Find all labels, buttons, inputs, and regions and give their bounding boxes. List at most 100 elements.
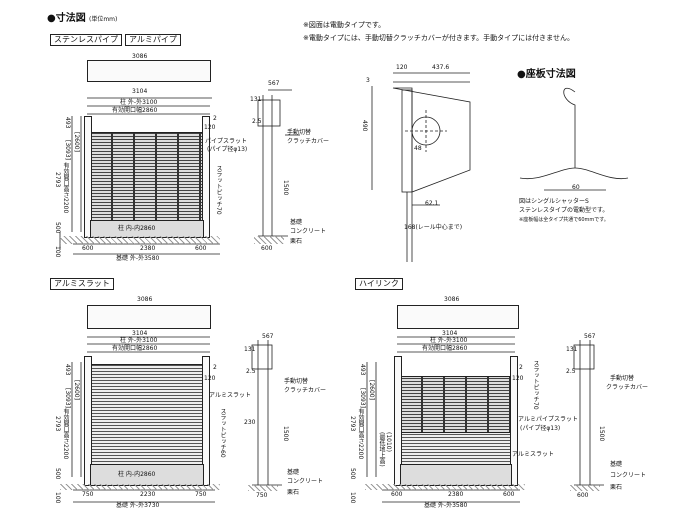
dim-outer-2: 3104 bbox=[132, 330, 148, 337]
side-dim-1500-3: 1500 bbox=[598, 426, 605, 442]
dim-pillar-inner-1: 柱 内-内2860 bbox=[118, 225, 156, 232]
sec-dim-62-1: 62.1 bbox=[425, 200, 439, 207]
note-1: ※図面は電動タイプです。 bbox=[303, 21, 386, 29]
label-alum-pipe-slat: アルミパイプスラット bbox=[518, 416, 578, 423]
dim-2380-1: 2380 bbox=[140, 245, 156, 252]
unit-label: (単位mm) bbox=[89, 16, 118, 23]
dim-493-2: 493 bbox=[64, 364, 71, 376]
dim-493-3: 493 bbox=[359, 364, 366, 376]
dim-600a-3: 600 bbox=[391, 491, 403, 498]
label-manual-1: 手動切替 bbox=[287, 129, 312, 136]
dim-pillar-outer-1: 柱 外-外3100 bbox=[120, 99, 158, 106]
dim-1010-3: (1010) bbox=[385, 432, 392, 452]
dim-eff-height-3: 有効開口高さ2200 bbox=[357, 408, 364, 460]
dim-600a-1: 600 bbox=[82, 245, 94, 252]
shutter-box-2 bbox=[87, 305, 211, 329]
label-pipe-dia-3: (パイプ径φ13) bbox=[520, 425, 561, 432]
dim-750b-2: 750 bbox=[195, 491, 207, 498]
dim-top-width-3: 3086 bbox=[444, 296, 460, 303]
side-dim-600-1: 600 bbox=[261, 245, 273, 252]
seat-width: 60 bbox=[572, 184, 580, 191]
dim-100-1: 100 bbox=[54, 246, 61, 258]
dim-eff-height-2: 有効開口高さ2200 bbox=[62, 408, 69, 460]
dim-top-width-2: 3086 bbox=[137, 296, 153, 303]
dim-120-1: 120 bbox=[204, 124, 216, 131]
label-slat-pitch-70-3: スラットピッチ70 bbox=[532, 360, 539, 410]
side-dim-2-5-1: 2.5 bbox=[252, 118, 262, 125]
label-slat-pitch-60: スラットピッチ60 bbox=[219, 408, 226, 458]
label-clutch-1: クラッチカバー bbox=[287, 138, 330, 145]
dim-3093-3: [3093] bbox=[359, 388, 366, 408]
tab-aluminum-slat: アルミスラット bbox=[50, 278, 114, 290]
dim-120-2: 120 bbox=[204, 375, 216, 382]
dim-2600-2: [2600] bbox=[73, 380, 80, 400]
seat-note-3: ※座板幅は全タイプ共通で60mmです。 bbox=[519, 217, 609, 223]
label-clutch-2: クラッチカバー bbox=[284, 387, 327, 394]
tab-aluminum-pipe: アルミパイプ bbox=[125, 34, 181, 46]
dim-493-1: 493 bbox=[64, 117, 71, 129]
side-ground-2 bbox=[248, 485, 278, 491]
dim-base-1: 基礎 外-外3580 bbox=[116, 255, 160, 262]
seat-note-2: ステンレスタイプの電動型です。 bbox=[519, 207, 609, 214]
sec-dim-48: 48 bbox=[414, 145, 422, 152]
dim-100-2: 100 bbox=[54, 492, 61, 504]
label-manual-2: 手動切替 bbox=[284, 378, 309, 385]
side-dim-1500-1: 1500 bbox=[282, 180, 289, 196]
dim-3093-2: [3093] bbox=[64, 388, 71, 408]
side-dim-230-2: 230 bbox=[244, 419, 256, 426]
label-concrete-1: コンクリート bbox=[290, 228, 327, 235]
page-title: ●寸法図 bbox=[47, 13, 86, 24]
side-dim-567-1: 567 bbox=[268, 80, 280, 87]
tab-stainless: ステンレスパイプ bbox=[50, 34, 122, 46]
dim-pillar-outer-2: 柱 外-外3100 bbox=[120, 337, 158, 344]
side-ground-3 bbox=[570, 485, 600, 491]
dim-2-3: 2 bbox=[519, 364, 523, 371]
dim-2230-2: 2230 bbox=[140, 491, 156, 498]
dim-effective-3: 有効開口幅2860 bbox=[422, 345, 468, 352]
pipe-shutter-panel bbox=[90, 132, 204, 222]
sec-dim-437-6: 437.6 bbox=[432, 64, 450, 71]
dim-2600-1: [2600] bbox=[73, 132, 80, 152]
dim-2793-2: 2793 bbox=[54, 416, 61, 432]
dim-effective-1: 有効開口幅2860 bbox=[112, 107, 158, 114]
shutter-box-3 bbox=[397, 305, 519, 329]
dim-3093-1: [3093] bbox=[64, 140, 71, 160]
label-foundation-2: 基礎 bbox=[287, 469, 300, 476]
side-ground-1 bbox=[254, 236, 284, 244]
sec-rail-label: 168(レール中心まで) bbox=[404, 224, 463, 231]
label-gravel-2: 栗石 bbox=[287, 489, 300, 496]
hilink-slat-panel bbox=[400, 432, 512, 466]
dim-600b-1: 600 bbox=[195, 245, 207, 252]
side-dim-131-3: 131 bbox=[566, 346, 578, 353]
hilink-pipe-panel bbox=[400, 376, 512, 434]
dim-eff-height-1: 有効開口高さ2200 bbox=[62, 162, 69, 214]
label-gravel-3: 栗石 bbox=[610, 484, 623, 491]
dim-500-2: 500 bbox=[54, 468, 61, 480]
dim-clearance-3: (最低地上高) bbox=[378, 432, 385, 467]
label-alum-slat-2: アルミスラット bbox=[209, 392, 251, 399]
slat-shutter-panel bbox=[90, 364, 204, 466]
side-dim-567-2: 567 bbox=[262, 333, 274, 340]
side-dim-1500-2: 1500 bbox=[282, 426, 289, 442]
dim-2793-1: 2793 bbox=[54, 172, 61, 188]
side-dim-750-2: 750 bbox=[256, 492, 268, 499]
dim-2380-3: 2380 bbox=[448, 491, 464, 498]
dim-base-2: 基礎 外-外3730 bbox=[116, 502, 160, 509]
dim-600b-3: 600 bbox=[503, 491, 515, 498]
seat-title: ●座板寸法図 bbox=[517, 69, 576, 80]
dim-pillar-outer-3: 柱 外-外3100 bbox=[430, 337, 468, 344]
dim-pillar-inner-2: 柱 内-内2860 bbox=[118, 471, 156, 478]
seat-note-1: 図はシングルシャッターS bbox=[519, 198, 589, 205]
side-dim-131-1: 131 bbox=[250, 96, 262, 103]
dim-effective-2: 有効開口幅2860 bbox=[112, 345, 158, 352]
tab-hilink: ハイリンク bbox=[355, 278, 403, 290]
label-foundation-1: 基礎 bbox=[290, 219, 303, 226]
note-2: ※電動タイプには、手動切替クラッチカバーが付きます。手動タイプには付きません。 bbox=[303, 34, 574, 42]
dim-100-3: 100 bbox=[349, 492, 356, 504]
label-alum-slat-3: アルミスラット bbox=[512, 451, 554, 458]
label-slat-pitch-70-1: スラットピッチ70 bbox=[215, 165, 222, 215]
ground-hatch-3 bbox=[365, 484, 525, 490]
ground-hatch-1 bbox=[60, 236, 220, 244]
